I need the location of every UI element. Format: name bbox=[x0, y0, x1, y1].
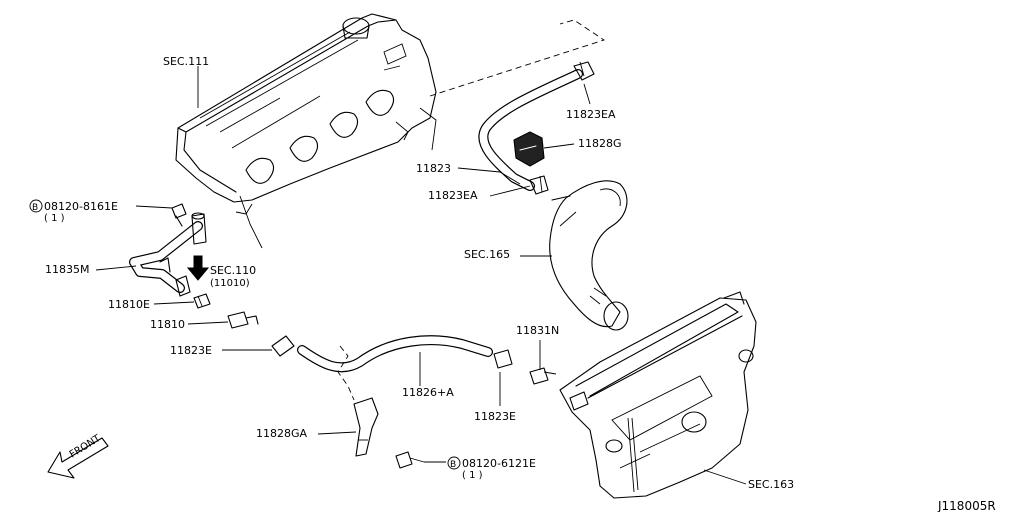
reference-dashed-line bbox=[429, 19, 606, 97]
part-11810E bbox=[193, 293, 211, 309]
label-11828GA: 11828GA bbox=[256, 427, 308, 440]
front-direction-arrow bbox=[47, 437, 109, 479]
valve-11810 bbox=[227, 311, 259, 329]
label-11826A: 11826+A bbox=[402, 386, 454, 399]
label-11810: 11810 bbox=[150, 318, 185, 331]
label-11828G: 11828G bbox=[578, 137, 622, 150]
label-08120-8161E-qty: ( 1 ) bbox=[44, 213, 65, 224]
label-11823: 11823 bbox=[416, 162, 451, 175]
leader-lines bbox=[95, 66, 747, 485]
connector-11828G bbox=[513, 131, 545, 167]
tube-11835M bbox=[129, 212, 207, 297]
label-08120-6121E-qty: ( 1 ) bbox=[462, 470, 483, 481]
bolt-symbol-top-text: B bbox=[32, 203, 38, 213]
label-sec163: SEC.163 bbox=[748, 478, 794, 491]
bolt-symbol-bottom-text: B bbox=[450, 460, 456, 470]
bolt-08120-6121E bbox=[395, 451, 425, 469]
bolt-symbol-top: B bbox=[29, 199, 43, 213]
label-front: FRONT bbox=[68, 433, 104, 461]
label-sec111: SEC.111 bbox=[163, 55, 209, 68]
label-sec110: SEC.110 bbox=[210, 264, 256, 277]
air-duct-sec165 bbox=[549, 180, 629, 331]
label-sec110-sub: (11010) bbox=[210, 278, 250, 289]
figure-code: J118005R bbox=[937, 499, 996, 512]
cylinder-head-assembly bbox=[175, 13, 437, 249]
label-11831N: 11831N bbox=[516, 324, 559, 337]
labels: SEC.111 11823EA 11828G 11823 11823EA B 0… bbox=[29, 55, 996, 513]
arrow-sec110 bbox=[186, 255, 210, 281]
label-11823E-left: 11823E bbox=[170, 344, 212, 357]
label-11823E-bottom: 11823E bbox=[474, 410, 516, 423]
hose-11823 bbox=[478, 69, 583, 191]
label-11823EA-top: 11823EA bbox=[566, 108, 616, 121]
hose-11826A bbox=[271, 335, 513, 373]
label-sec165: SEC.165 bbox=[464, 248, 510, 261]
clamp-11823EA-top bbox=[573, 61, 595, 81]
reference-dashed-line-2 bbox=[337, 345, 355, 401]
label-11823EA-mid: 11823EA bbox=[428, 189, 478, 202]
clamp-11823EA-mid bbox=[529, 175, 549, 195]
label-11835M: 11835M bbox=[45, 263, 89, 276]
label-11810E: 11810E bbox=[108, 298, 150, 311]
label-08120-6121E: 08120-6121E bbox=[462, 457, 536, 470]
label-08120-8161E: 08120-8161E bbox=[44, 200, 118, 213]
intake-manifold-sec163 bbox=[559, 291, 757, 499]
bolt-symbol-bottom: B bbox=[447, 456, 461, 470]
bracket-11828GA bbox=[353, 397, 379, 457]
bolt-08120-8161E bbox=[171, 203, 187, 227]
part-11831N bbox=[529, 367, 557, 385]
